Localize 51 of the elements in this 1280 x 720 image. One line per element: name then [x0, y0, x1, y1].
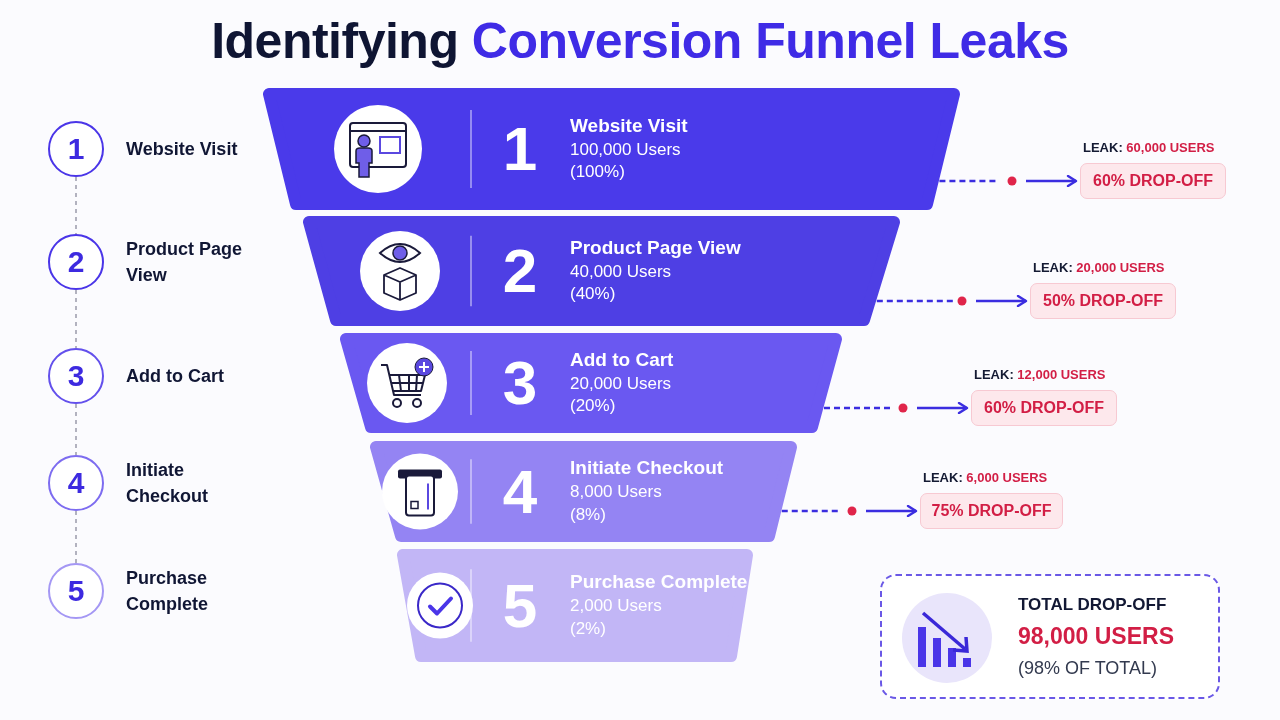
connector-line — [75, 403, 77, 456]
step-label: Website Visit — [126, 138, 239, 161]
connector-line — [75, 510, 77, 564]
funnel-stage — [303, 216, 900, 326]
stage-stats: 8,000 Users (8%) — [570, 481, 663, 526]
stage-title: Add to Cart — [570, 348, 675, 371]
connector-line — [75, 176, 77, 235]
drop-off-badge: 75% DROP-OFF — [920, 493, 1063, 529]
funnel-stage — [340, 333, 842, 433]
summary-heading: TOTAL DROP-OFF — [1018, 594, 1168, 615]
summary-share: (98% OF TOTAL) — [1018, 657, 1159, 679]
stage-title: Website Visit — [570, 114, 689, 137]
funnel-stage — [370, 441, 797, 542]
drop-off-badge: 60% DROP-OFF — [971, 390, 1117, 426]
leak-arrow — [876, 294, 1028, 308]
stage-title: Product Page View — [570, 236, 741, 259]
stage-title: Purchase Complete — [570, 571, 748, 594]
leak-count: LEAK: 6,000 USERS — [923, 470, 1048, 485]
stage-title: Initiate Checkout — [570, 457, 724, 480]
step-number-circle: 3 — [48, 348, 104, 404]
drop-off-badge: 60% DROP-OFF — [1080, 163, 1226, 199]
title: Identifying Conversion Funnel Leaks — [210, 12, 1070, 70]
leak-count: LEAK: 12,000 USERS — [974, 367, 1106, 382]
stage-stats: 40,000 Users (40%) — [570, 260, 673, 305]
summary-total: 98,000 USERS — [1018, 622, 1174, 650]
leak-arrow — [781, 504, 918, 518]
stage-stats: 20,000 Users (20%) — [570, 372, 673, 417]
step-label: Initiate Checkout — [126, 459, 209, 509]
leak-arrow — [939, 174, 1078, 188]
connector-line — [75, 289, 77, 349]
leak-arrow — [824, 401, 969, 415]
stage-stats: 100,000 Users (100%) — [570, 138, 682, 183]
stage-stats: 2,000 Users (2%) — [570, 595, 663, 640]
step-label: Add to Cart — [126, 365, 225, 388]
step-label: Purchase Complete — [126, 567, 209, 617]
funnel-stage — [397, 549, 753, 662]
step-number-circle: 4 — [48, 455, 104, 511]
stage-number: 2 — [501, 240, 539, 302]
leak-count: LEAK: 20,000 USERS — [1033, 260, 1165, 275]
stage-number: 1 — [501, 118, 539, 180]
step-label: Product Page View — [126, 238, 244, 288]
stage-number: 4 — [501, 460, 539, 523]
step-number-circle: 5 — [48, 563, 104, 619]
step-number-circle: 2 — [48, 234, 104, 290]
stage-number: 3 — [501, 352, 539, 414]
leak-count: LEAK: 60,000 USERS — [1083, 140, 1215, 155]
stage-number: 5 — [501, 574, 539, 637]
step-number-circle: 1 — [48, 121, 104, 177]
summary-card — [880, 574, 1220, 699]
drop-off-badge: 50% DROP-OFF — [1030, 283, 1176, 319]
funnel-stage — [263, 88, 960, 210]
